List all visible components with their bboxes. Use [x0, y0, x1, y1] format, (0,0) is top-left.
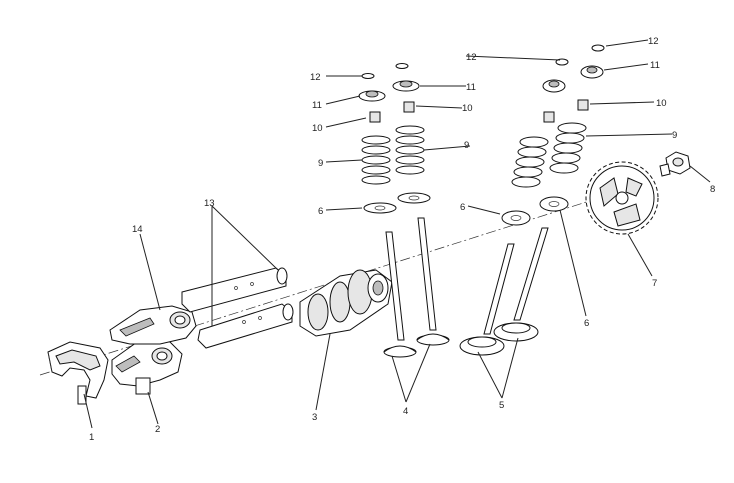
camshaft-3 [299, 269, 393, 337]
valves-4 [383, 217, 450, 358]
retainers-11 [358, 65, 604, 102]
callout-5: 5 [499, 400, 504, 411]
callout-12-right: 12 [648, 36, 659, 47]
callout-12-middle: 12 [466, 52, 477, 63]
callout-10-middle: 10 [462, 103, 473, 114]
callout-9-left: 9 [318, 158, 323, 169]
callout-6-middle: 6 [460, 202, 465, 213]
callout-13: 13 [204, 198, 215, 209]
stem-seals-10 [369, 99, 589, 123]
sprocket-bolt-8 [659, 151, 691, 177]
callout-6-right: 6 [584, 318, 589, 329]
callout-9-middle: 9 [464, 140, 469, 151]
callout-10-left: 10 [312, 123, 323, 134]
rocker-shafts-13 [181, 267, 294, 349]
valves-5 [459, 227, 549, 356]
valve-springs-9 [361, 122, 587, 188]
callout-10-right: 10 [656, 98, 667, 109]
leader-lines [83, 39, 711, 429]
callout-1: 1 [89, 432, 94, 443]
rocker-arm-1 [47, 341, 109, 405]
callout-11-middle: 11 [466, 82, 476, 93]
callout-2: 2 [155, 424, 160, 435]
callout-11-left: 11 [312, 100, 322, 111]
callout-7: 7 [652, 278, 657, 289]
callout-11-right: 11 [650, 60, 660, 71]
rocker-arm-2 [111, 339, 183, 395]
callout-12-left: 12 [310, 72, 321, 83]
callout-4: 4 [403, 406, 408, 417]
callout-8: 8 [710, 184, 715, 195]
callout-14: 14 [132, 224, 143, 235]
valve-caps-12 [361, 44, 605, 79]
cam-sprocket-7 [585, 161, 659, 235]
callout-labels: 1 2 3 4 5 6 6 6 7 8 9 9 9 10 10 10 11 11… [89, 36, 715, 443]
callout-6-left: 6 [318, 206, 323, 217]
callout-3: 3 [312, 412, 317, 423]
rocker-arm-14 [109, 305, 197, 345]
callout-9-right: 9 [672, 130, 677, 141]
washers-6 [363, 192, 569, 226]
